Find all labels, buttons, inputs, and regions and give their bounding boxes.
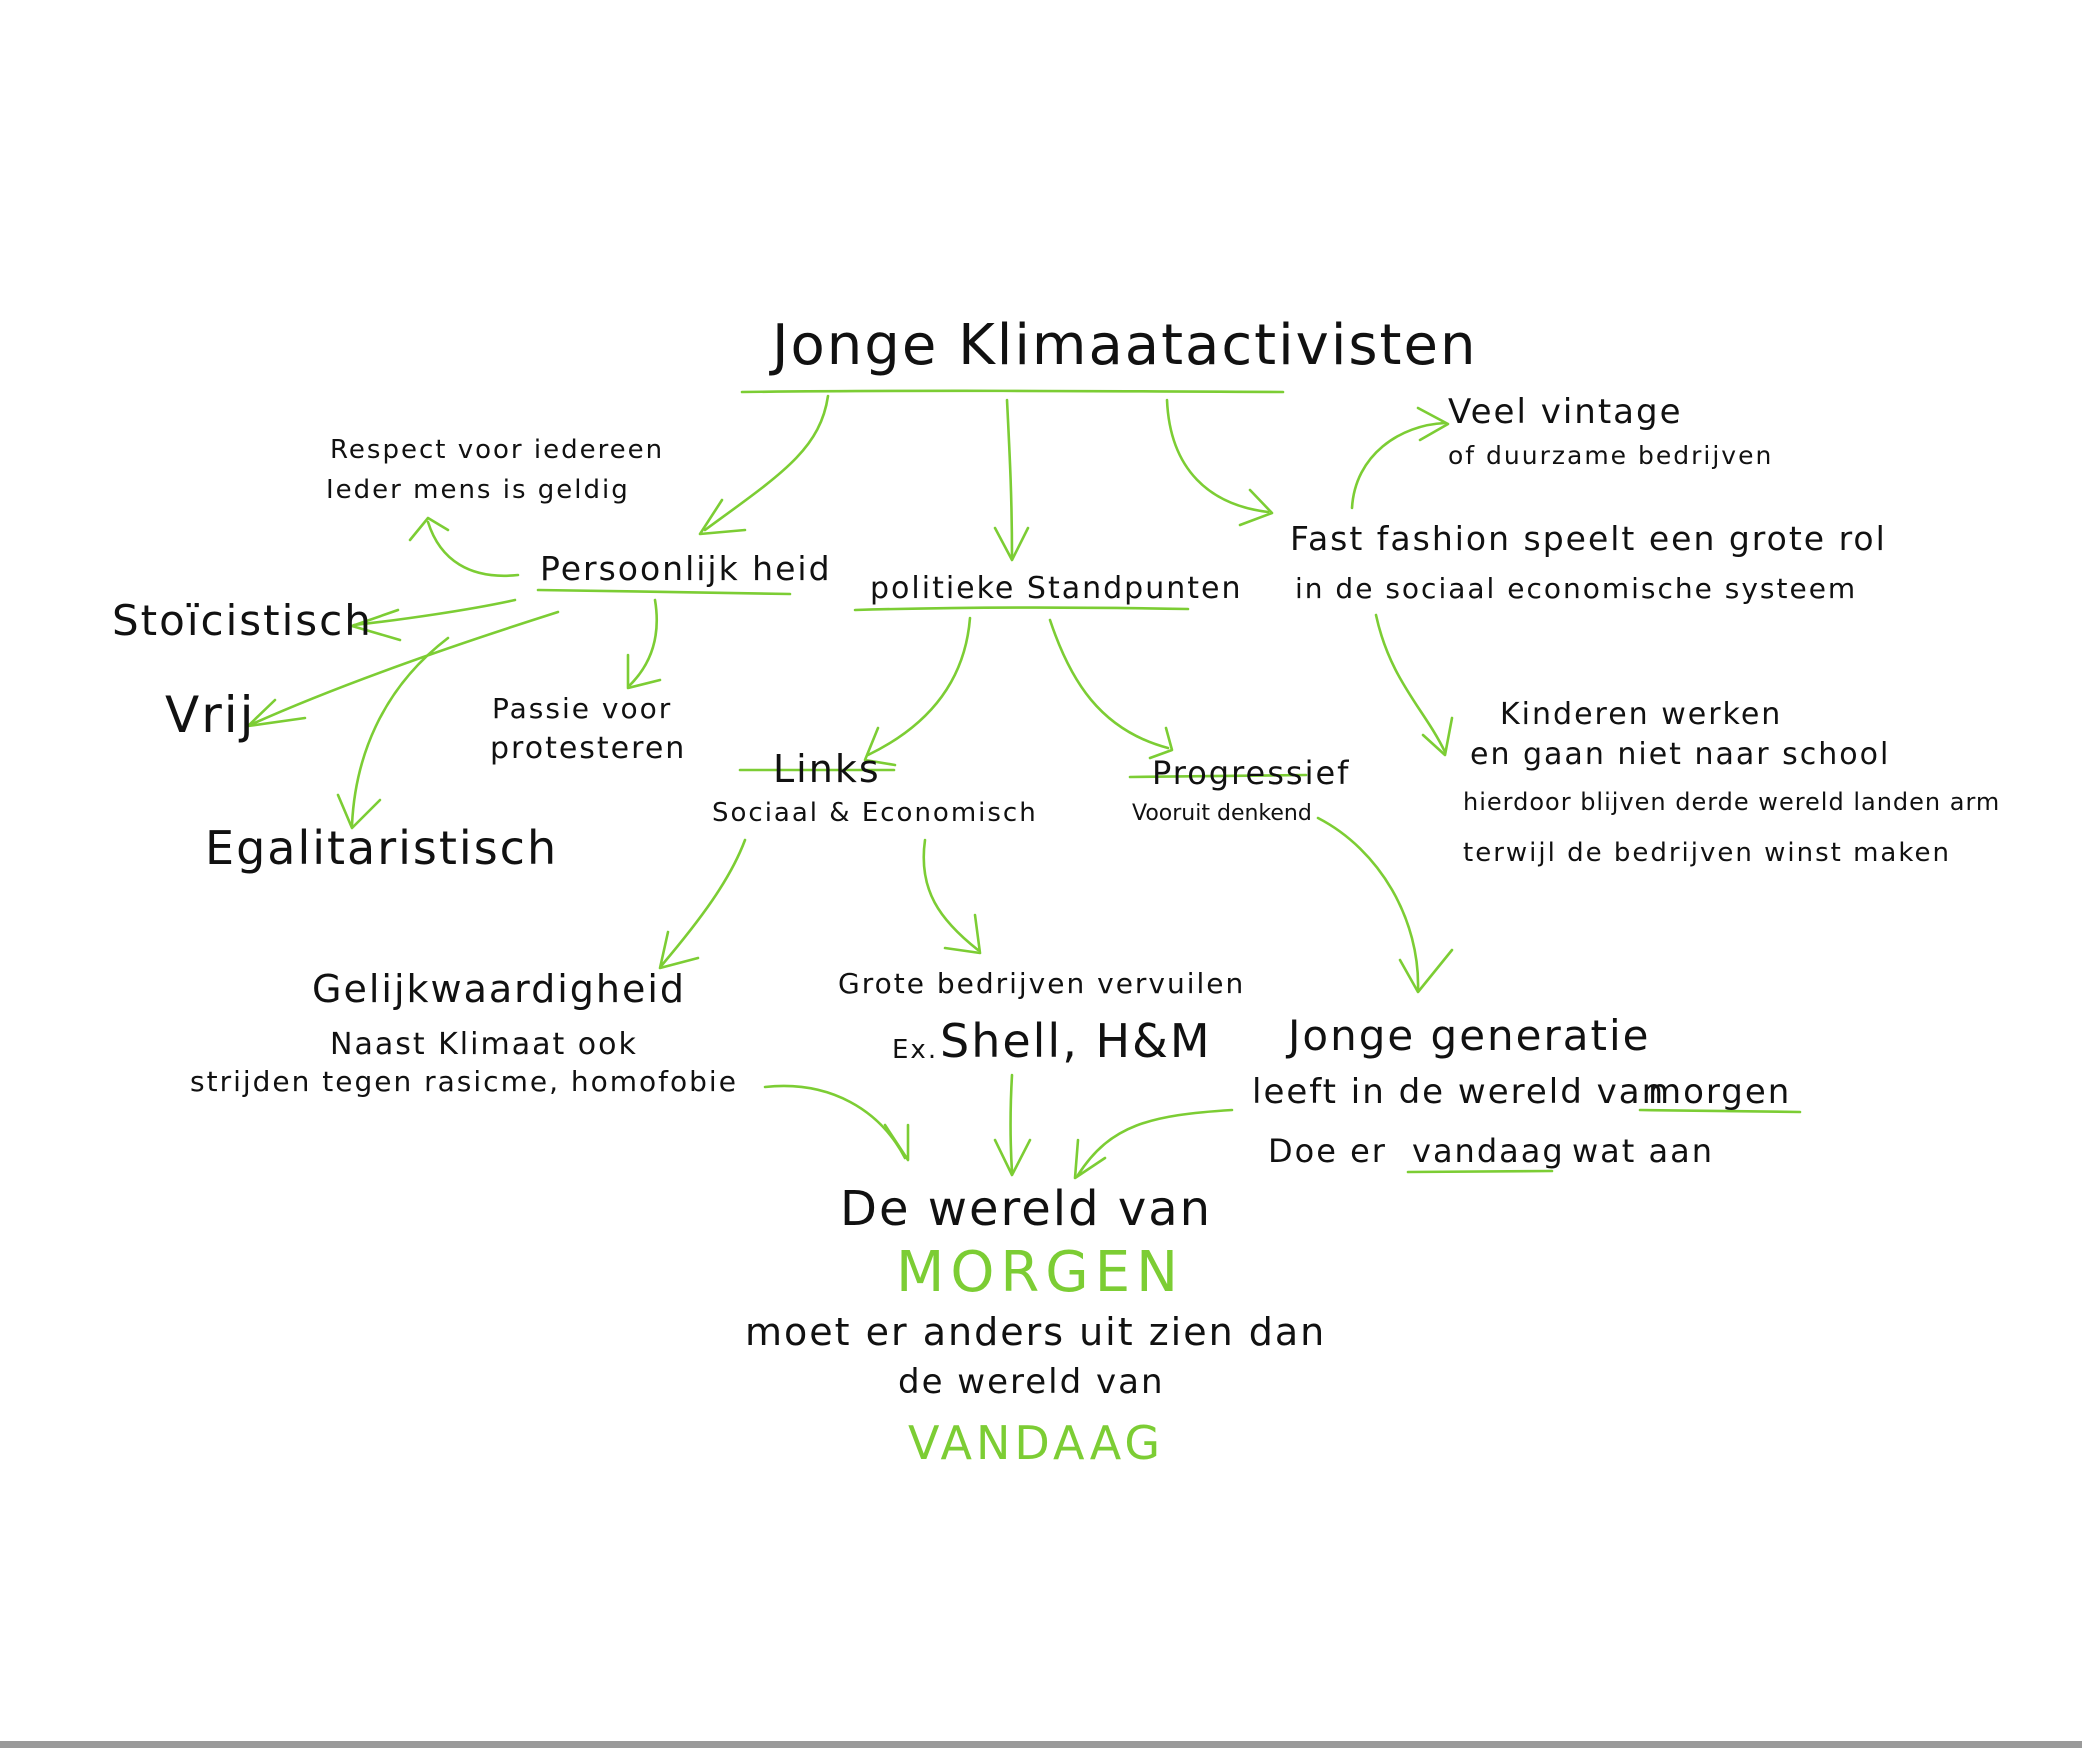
- persoonlijkheid-label: Persoonlijk heid: [540, 549, 832, 588]
- arrow-jonge-to-conclusion: [1076, 1108, 1234, 1177]
- vintage-line2: of duurzame bedrijven: [1448, 441, 1774, 470]
- arrowhead-jonge-conclusion: [1073, 1138, 1107, 1180]
- arrowhead-vrij: [246, 698, 307, 728]
- gelijk-line2: strijden tegen rasicme, homofobie: [190, 1065, 738, 1098]
- arrow-to-kinderen: [1374, 613, 1447, 754]
- vintage-line1: Veel vintage: [1448, 392, 1683, 432]
- arrowhead-fashion: [1238, 488, 1274, 527]
- jonge-line2-a: Doe er: [1268, 1132, 1387, 1170]
- vandaag-underline: [1406, 1169, 1554, 1174]
- grote-line1: Grote bedrijven vervuilen: [838, 967, 1246, 1000]
- arrowhead-grote: [943, 913, 982, 955]
- links-sub: Sociaal & Economisch: [712, 798, 1038, 828]
- arrow-to-grote: [922, 838, 980, 952]
- arrow-to-vrij: [248, 610, 560, 727]
- arrowhead-politiek: [993, 526, 1030, 562]
- arrowhead-persoonlijkheid: [698, 498, 747, 536]
- arrow-grote-to-conclusion: [1009, 1073, 1014, 1174]
- kinderen-line1: Kinderen werken: [1500, 697, 1783, 732]
- arrowhead-respect: [408, 516, 450, 542]
- jonge-line1-a: leeft in de wereld van: [1252, 1072, 1666, 1112]
- arrow-title-to-persoonlijkheid: [703, 394, 830, 532]
- arrow-title-to-fashion: [1165, 398, 1270, 514]
- arrow-to-gelijkwaardigheid: [660, 838, 747, 967]
- arrow-to-progressief: [1048, 618, 1170, 750]
- arrow-to-vintage: [1350, 421, 1447, 510]
- jonge-line2-b: vandaag: [1412, 1132, 1565, 1170]
- gelijk-line1: Naast Klimaat ook: [330, 1027, 638, 1062]
- arrowhead-stoicistisch: [350, 608, 402, 642]
- fashion-line1: Fast fashion speelt een grote rol: [1290, 519, 1887, 558]
- arrowhead-egalitaristisch: [336, 793, 382, 830]
- diagram-title: Jonge Klimaatactivisten: [772, 313, 1478, 378]
- arrow-gelijk-to-conclusion: [763, 1084, 907, 1160]
- arrowhead-jonge: [1398, 948, 1454, 994]
- arrowhead-gelijkwaardigheid: [658, 930, 700, 970]
- conclusion-morgen: MORGEN: [896, 1240, 1184, 1305]
- conclusion-vandaag: VANDAAG: [908, 1416, 1165, 1470]
- kinderen-line3: hierdoor blijven derde wereld landen arm: [1463, 788, 2001, 816]
- arrowhead-kinderen: [1421, 716, 1454, 757]
- egalitaristisch-label: Egalitaristisch: [205, 821, 559, 875]
- arrow-to-egalitaristisch: [350, 636, 450, 827]
- respect-line1: Respect voor iedereen: [330, 435, 665, 465]
- grote-names: Shell, H&M: [940, 1014, 1212, 1068]
- gelijk-title: Gelijkwaardigheid: [312, 967, 687, 1011]
- progressief-underline: [1128, 773, 1308, 779]
- politiek-underline: [853, 606, 1190, 612]
- kinderen-line2: en gaan niet naar school: [1470, 737, 1891, 772]
- stoicistisch-label: Stoïcistisch: [112, 596, 373, 645]
- politiek-label: politieke Standpunten: [870, 571, 1243, 606]
- title-underline: [740, 389, 1285, 394]
- arrow-title-to-politiek: [1005, 398, 1014, 560]
- vrij-label: Vrij: [165, 686, 256, 744]
- arrowhead-vintage: [1416, 406, 1450, 442]
- arrow-to-links: [866, 616, 972, 757]
- fashion-line2: in de sociaal economische systeem: [1295, 572, 1858, 605]
- grote-ex: Ex.: [892, 1035, 939, 1065]
- progressief-sub: Vooruit denkend: [1132, 801, 1312, 826]
- morgen-underline: [1638, 1108, 1802, 1114]
- bottom-border: [0, 1741, 2082, 1748]
- arrowhead-gelijk: [883, 1123, 910, 1162]
- arrow-to-passie: [628, 598, 659, 687]
- jonge-title: Jonge generatie: [1288, 1011, 1651, 1060]
- arrowhead-progressief: [1148, 726, 1174, 760]
- respect-line2: Ieder mens is geldig: [326, 475, 630, 505]
- persoonlijkheid-underline: [536, 588, 792, 596]
- conclusion-line3: de wereld van: [898, 1362, 1165, 1402]
- jonge-line2-c: wat aan: [1572, 1132, 1714, 1170]
- arrowhead-grote-conclusion: [993, 1138, 1032, 1177]
- arrowhead-passie: [626, 653, 662, 690]
- progressief-label: Progressief: [1152, 754, 1351, 792]
- links-label: Links: [773, 747, 881, 791]
- jonge-line1-b: morgen: [1648, 1072, 1792, 1112]
- kinderen-line4: terwijl de bedrijven winst maken: [1463, 838, 1951, 868]
- passie-line2: protesteren: [490, 731, 687, 766]
- arrowhead-links: [863, 726, 897, 767]
- conclusion-line1: De wereld van: [840, 1181, 1213, 1237]
- arrow-to-stoicistisch: [352, 598, 517, 627]
- conclusion-line2: moet er anders uit zien dan: [745, 1310, 1327, 1354]
- passie-line1: Passie voor: [492, 692, 673, 725]
- arrow-to-jonge: [1316, 816, 1420, 992]
- arrow-to-respect: [426, 520, 520, 578]
